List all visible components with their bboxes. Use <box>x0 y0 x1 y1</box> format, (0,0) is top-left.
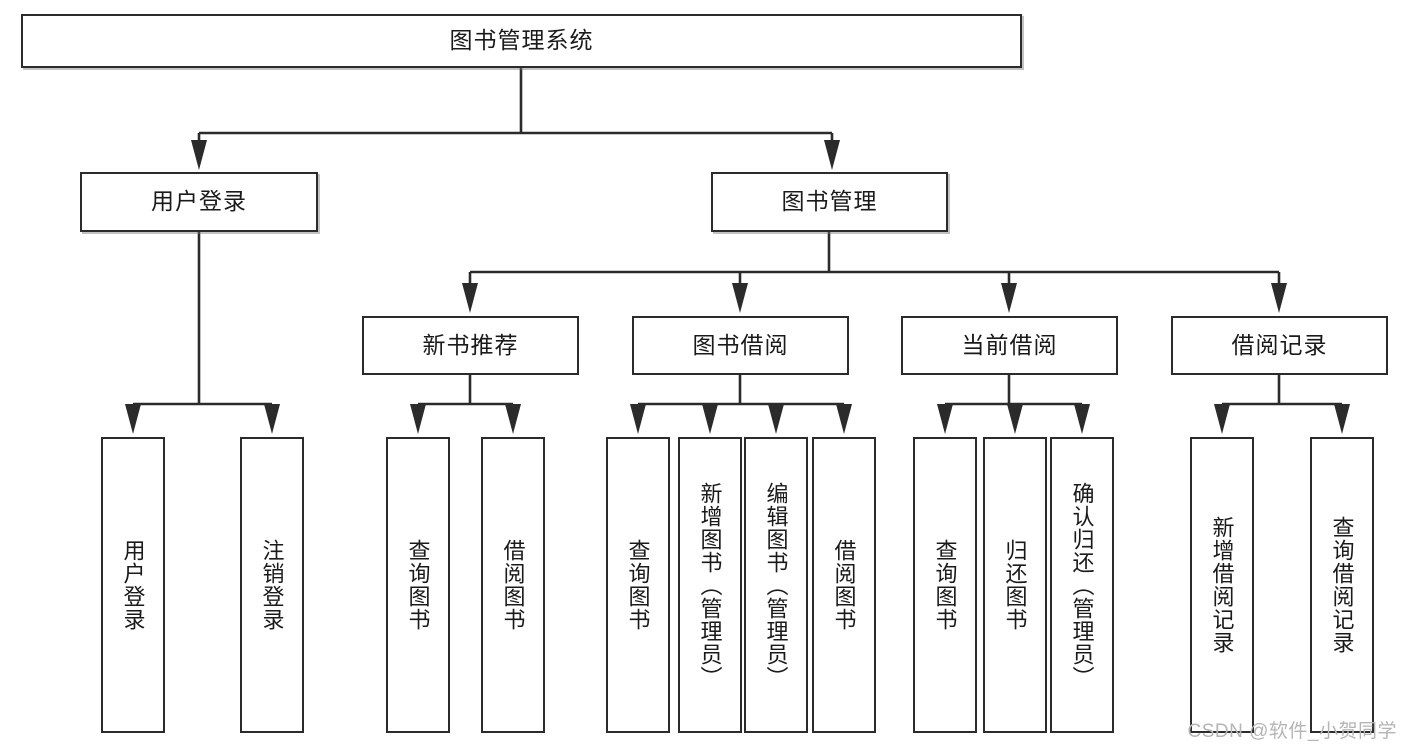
leaf-borrow-book-recommend[interactable]: 借阅图书 <box>481 437 545 733</box>
leaf-confirm-return-admin[interactable]: 确认归还（管理员） <box>1050 437 1114 733</box>
leaf-user-login-label: 用户登录 <box>120 539 146 631</box>
leaf-add-book-admin-label: 新增图书（管理员） <box>697 481 723 689</box>
leaf-logout[interactable]: 注销登录 <box>240 437 304 733</box>
node-book-management[interactable]: 图书管理 <box>711 172 948 232</box>
leaf-return-book[interactable]: 归还图书 <box>983 437 1047 733</box>
leaf-query-book-recommend[interactable]: 查询图书 <box>386 437 450 733</box>
leaf-return-book-label: 归还图书 <box>1002 539 1028 631</box>
leaf-query-book-recommend-label: 查询图书 <box>405 539 431 631</box>
watermark: CSDN @软件_小贺同学 <box>1187 721 1397 742</box>
node-root-label: 图书管理系统 <box>449 27 594 54</box>
leaf-query-borrow-record[interactable]: 查询借阅记录 <box>1310 437 1374 733</box>
node-user-login-label: 用户登录 <box>151 188 247 215</box>
node-new-book-recommend-label: 新书推荐 <box>422 331 519 358</box>
leaf-query-book-borrow[interactable]: 查询图书 <box>606 437 670 733</box>
leaf-query-borrow-record-label: 查询借阅记录 <box>1329 516 1355 654</box>
node-current-borrow-label: 当前借阅 <box>961 331 1058 358</box>
leaf-query-book-borrow-label: 查询图书 <box>625 539 651 631</box>
leaf-edit-book-admin-label: 编辑图书（管理员） <box>763 481 789 689</box>
node-new-book-recommend[interactable]: 新书推荐 <box>362 316 579 375</box>
node-book-borrow-label: 图书借阅 <box>692 331 789 358</box>
node-borrow-record-label: 借阅记录 <box>1231 331 1328 358</box>
node-root[interactable]: 图书管理系统 <box>21 14 1022 68</box>
leaf-add-book-admin[interactable]: 新增图书（管理员） <box>678 437 742 733</box>
leaf-borrow-book[interactable]: 借阅图书 <box>812 437 876 733</box>
node-user-login[interactable]: 用户登录 <box>80 172 318 232</box>
leaf-edit-book-admin[interactable]: 编辑图书（管理员） <box>744 437 808 733</box>
leaf-query-book-current-label: 查询图书 <box>932 539 958 631</box>
node-current-borrow[interactable]: 当前借阅 <box>901 316 1118 375</box>
leaf-user-login[interactable]: 用户登录 <box>101 437 165 733</box>
node-book-borrow[interactable]: 图书借阅 <box>632 316 849 375</box>
leaf-query-book-current[interactable]: 查询图书 <box>913 437 977 733</box>
leaf-confirm-return-admin-label: 确认归还（管理员） <box>1069 481 1095 689</box>
leaf-add-borrow-record[interactable]: 新增借阅记录 <box>1190 437 1254 733</box>
leaf-add-borrow-record-label: 新增借阅记录 <box>1209 516 1235 654</box>
node-book-management-label: 图书管理 <box>781 188 878 215</box>
node-borrow-record[interactable]: 借阅记录 <box>1171 316 1388 375</box>
leaf-borrow-book-recommend-label: 借阅图书 <box>500 539 526 631</box>
leaf-borrow-book-label: 借阅图书 <box>831 539 857 631</box>
leaf-logout-label: 注销登录 <box>259 539 285 631</box>
